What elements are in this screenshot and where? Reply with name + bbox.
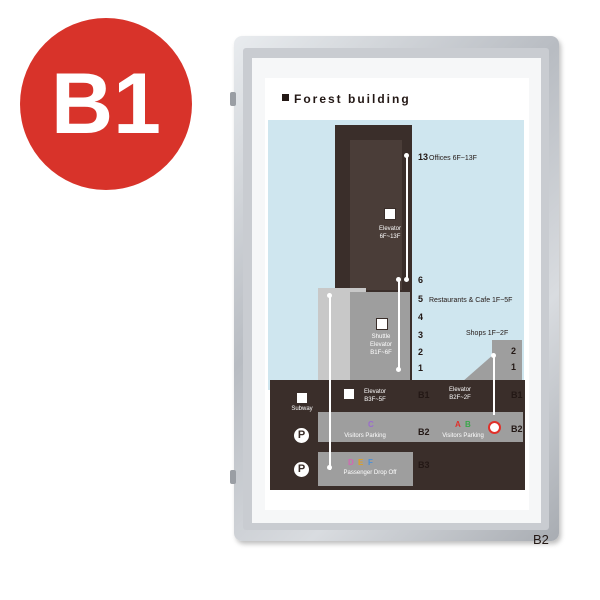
shops-label: Shops 1F~2F <box>466 330 509 337</box>
floor-number: B1 <box>511 390 523 400</box>
visitors-parking-label: Visitors Parking <box>344 433 386 439</box>
elevator-label: Elevator <box>378 226 401 232</box>
stop-dot <box>396 277 401 282</box>
subway-icon <box>296 392 308 404</box>
floor-badge <box>20 18 192 190</box>
elevator-icon <box>384 208 396 220</box>
stop-dot <box>404 153 409 158</box>
shuttle-range: B1F~6F <box>370 350 392 356</box>
visitors-parking-label: Visitors Parking <box>442 433 484 439</box>
floor-number: 2 <box>511 346 517 356</box>
shops-building <box>492 340 522 382</box>
elevator-line-b3 <box>329 295 331 470</box>
stop-dot <box>491 353 496 358</box>
stop-dot <box>396 367 401 372</box>
poster-title: Forest building <box>294 92 411 106</box>
floor-number: B3 <box>418 460 430 470</box>
elevator-b3-range: B3F~5F <box>364 397 386 403</box>
zone-letter: D <box>348 458 354 467</box>
caption-label: B2 <box>533 532 549 547</box>
floor-number: 2 <box>418 347 424 357</box>
floor-number: B2 <box>511 424 523 434</box>
elevator-b2-range: B2F~2F <box>449 395 471 401</box>
title-marker-icon <box>282 94 289 101</box>
frame-hinge-top <box>230 92 236 106</box>
zone-letter: F <box>368 458 373 467</box>
floor-badge-label: B1 <box>51 56 161 152</box>
floor-number: 3 <box>418 330 424 340</box>
floor-number: 6 <box>418 275 424 285</box>
shuttle-label: Elevator <box>369 342 392 348</box>
elevator-line-b2 <box>493 355 495 415</box>
stop-dot <box>404 277 409 282</box>
floor-number: 4 <box>418 312 424 322</box>
floor-number: 13 <box>418 152 429 162</box>
drop-off-level-b3 <box>318 452 413 486</box>
elevator-b2-label: Elevator <box>448 387 471 393</box>
elevator-b3-icon <box>343 388 355 400</box>
elevator-line-shuttle <box>398 280 400 370</box>
parking-icon: P <box>294 462 309 477</box>
floor-number: 1 <box>418 363 424 373</box>
stop-dot <box>327 293 332 298</box>
restaurants-label: Restaurants & Cafe 1F~5F <box>429 297 513 304</box>
shuttle-elevator-icon <box>376 318 388 330</box>
elevator-b3-label: Elevator <box>363 389 386 395</box>
elevator-range: 6F~13F <box>379 234 401 240</box>
offices-label: Offices 6F~13F <box>429 155 477 162</box>
stop-dot <box>327 465 332 470</box>
frame-hinge-bottom <box>230 470 236 484</box>
floor-number: B2 <box>418 427 430 437</box>
zone-letter: A <box>455 420 461 429</box>
drop-off-label: Passenger Drop Off <box>343 470 397 476</box>
floor-number: 1 <box>511 362 517 372</box>
subway-label: Subway <box>291 406 313 412</box>
floor-number: B1 <box>418 390 430 400</box>
floor-number: 5 <box>418 294 424 304</box>
you-are-here-marker <box>488 421 501 434</box>
zone-letter: E <box>358 458 364 467</box>
elevator-line-main <box>406 155 408 280</box>
shuttle-label: Shuttle <box>371 334 391 340</box>
zone-letter: C <box>368 420 374 429</box>
zone-letter: B <box>465 420 471 429</box>
parking-icon: P <box>294 428 309 443</box>
